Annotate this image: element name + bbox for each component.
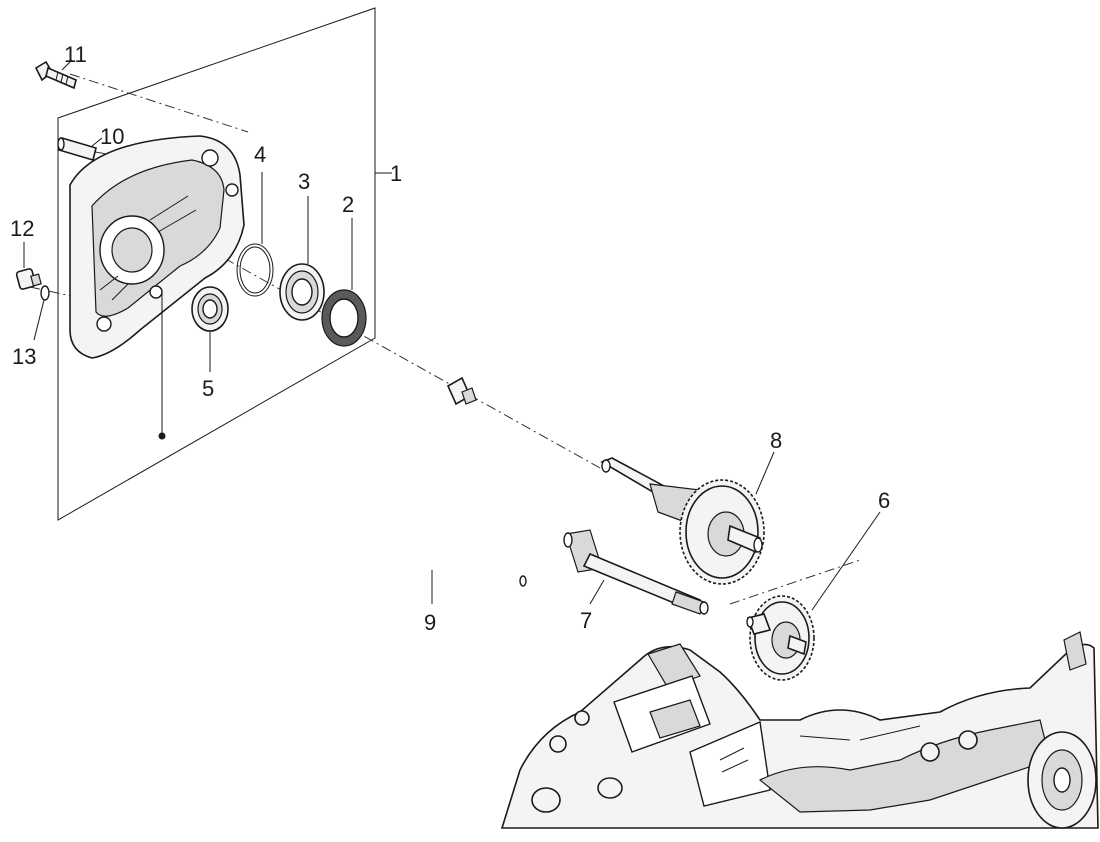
pinion-shaft-part bbox=[563, 529, 709, 615]
leader-11 bbox=[61, 59, 73, 71]
axis-line-gear6 bbox=[729, 559, 861, 605]
ball-bearing-small-part bbox=[191, 286, 229, 332]
leader-6 bbox=[811, 511, 881, 611]
flange-bolt-part bbox=[34, 60, 77, 90]
sealing-washer-part bbox=[40, 285, 50, 301]
callout-9: 9 bbox=[424, 610, 436, 635]
callout-1: 1 bbox=[390, 161, 402, 186]
plug-screw-part bbox=[15, 268, 42, 290]
callout-11: 11 bbox=[64, 42, 87, 67]
leader-8 bbox=[755, 451, 775, 495]
breather-hose-part bbox=[409, 376, 527, 587]
callout-4: 4 bbox=[254, 142, 266, 167]
ball-bearing-large-part bbox=[279, 263, 325, 321]
output-shaft-gear-part bbox=[600, 457, 765, 585]
oil-seal-part bbox=[321, 289, 367, 347]
leader-13 bbox=[33, 299, 45, 341]
intermediate-gear-part bbox=[746, 595, 815, 681]
callout-13: 13 bbox=[12, 344, 36, 369]
callout-7: 7 bbox=[580, 608, 592, 633]
circlip-part bbox=[236, 243, 274, 297]
transmission-cover-part bbox=[69, 135, 245, 359]
assembly-group-frame bbox=[57, 7, 376, 521]
callout-5: 5 bbox=[202, 376, 214, 401]
engine-assembly-reference bbox=[500, 631, 1099, 829]
callout-10: 10 bbox=[100, 124, 124, 149]
leader-10 bbox=[91, 137, 103, 147]
dowel-pin-part bbox=[57, 136, 97, 162]
leader-dot bbox=[158, 432, 166, 440]
callout-2: 2 bbox=[342, 192, 354, 217]
callout-8: 8 bbox=[770, 428, 782, 453]
leader-7 bbox=[589, 579, 605, 605]
callout-3: 3 bbox=[298, 169, 310, 194]
callout-6: 6 bbox=[878, 488, 890, 513]
callout-12: 12 bbox=[10, 216, 34, 241]
